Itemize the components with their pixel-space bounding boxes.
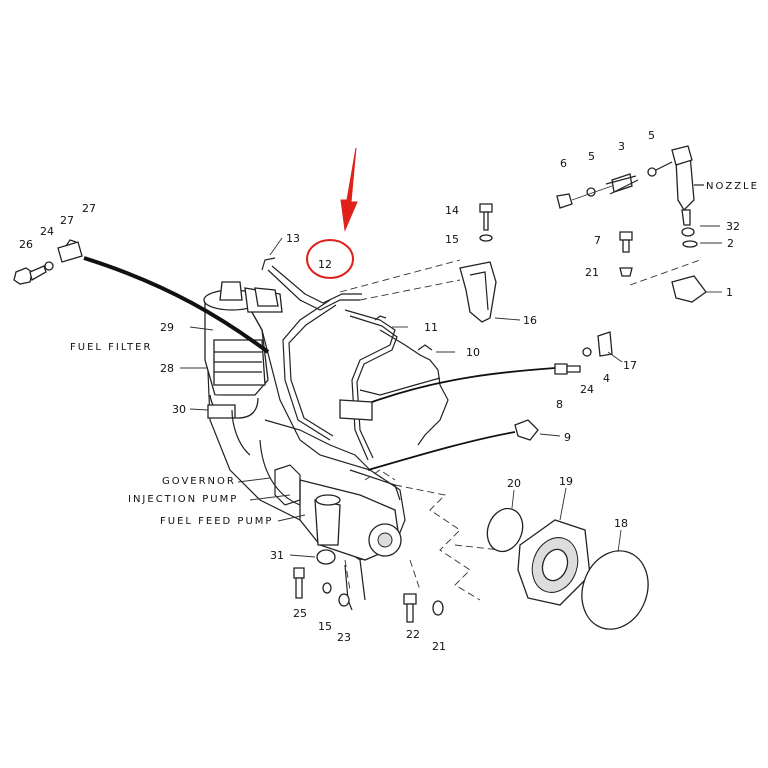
callout-22: 22: [406, 628, 420, 641]
fitting-31-part: [316, 549, 336, 565]
callout-2: 2: [727, 237, 734, 250]
clip-17-part: [597, 331, 613, 357]
callout-17: 17: [623, 359, 637, 372]
red-circle-highlight: [306, 239, 354, 279]
callout-19: 19: [559, 475, 573, 488]
injection-pipes: [254, 257, 449, 461]
nozzle-part: [671, 145, 704, 226]
leader-lines: [83, 237, 701, 601]
cover-19-part: [517, 519, 591, 606]
seal-32-part: [681, 227, 695, 237]
callout-10: 10: [466, 346, 480, 359]
callout-5a: 5: [588, 150, 595, 163]
highlight-marker: [306, 147, 358, 279]
washer-24-part: [44, 261, 54, 271]
callout-12: 12: [318, 258, 332, 271]
callout-27b: 27: [82, 202, 96, 215]
callout-1: 1: [726, 286, 733, 299]
callout-25: 25: [293, 607, 307, 620]
callout-6: 6: [560, 157, 567, 170]
bolt-7-part: [619, 231, 633, 253]
washer-5b-part: [647, 167, 657, 177]
callout-27: 27: [60, 214, 74, 227]
bolt-26-part: [13, 265, 47, 285]
component-labels: NOZZLE FUEL FILTER GOVERNOR INJECTION PU…: [70, 181, 759, 527]
diaphragm-18-part: [581, 550, 649, 630]
callout-numbers: 1 2 3 4 5 5 6 7 8 9 10 11 12 13 14 15 15…: [19, 129, 740, 653]
wing-bolt-9-part: [514, 419, 539, 441]
washer-21b-part: [432, 600, 444, 616]
clip-3-part: [611, 173, 633, 193]
callout-4: 4: [603, 372, 610, 385]
bolt-14-part: [479, 203, 493, 231]
gasket-20-part: [486, 507, 524, 553]
callout-24b: 24: [580, 383, 594, 396]
nut-6-part: [556, 193, 573, 209]
callout-28: 28: [160, 362, 174, 375]
callout-23: 23: [337, 631, 351, 644]
bracket-16-part: [459, 261, 497, 323]
callout-15a: 15: [445, 233, 459, 246]
washer-23-part: [338, 593, 350, 607]
bolt-25-part: [293, 567, 305, 599]
callout-21b: 21: [432, 640, 446, 653]
callout-3: 3: [618, 140, 625, 153]
label-nozzle: NOZZLE: [706, 181, 759, 192]
callout-8: 8: [556, 398, 563, 411]
callout-15b: 15: [318, 620, 332, 633]
callout-13: 13: [286, 232, 300, 245]
callout-29: 29: [160, 321, 174, 334]
callout-20: 20: [507, 477, 521, 490]
label-governor: GOVERNOR: [162, 476, 236, 487]
label-fuel-feed-pump: FUEL FEED PUMP: [160, 516, 273, 527]
callout-16: 16: [523, 314, 537, 327]
washer-21-part: [619, 267, 633, 277]
clamp-1-part: [671, 275, 707, 303]
washer-15b-part: [322, 582, 332, 594]
callout-11: 11: [424, 321, 438, 334]
callout-24a: 24: [40, 225, 54, 238]
red-arrow: [340, 147, 358, 232]
washer-24b-part: [582, 347, 592, 357]
injection-pump-assembly: [204, 299, 406, 611]
washer-15-part: [479, 234, 493, 242]
label-injection-pump: INJECTION PUMP: [128, 494, 238, 505]
label-fuel-filter: FUEL FILTER: [70, 342, 152, 353]
callout-7: 7: [594, 234, 601, 247]
callout-18: 18: [614, 517, 628, 530]
washer-2-part: [682, 240, 698, 248]
callout-30: 30: [172, 403, 186, 416]
bolt-8-part: [554, 363, 581, 375]
clamp-30-part: [207, 404, 236, 419]
callout-31: 31: [270, 549, 284, 562]
clamp-27-part: [57, 241, 83, 263]
callout-14: 14: [445, 204, 459, 217]
callout-9: 9: [564, 431, 571, 444]
callout-26: 26: [19, 238, 33, 251]
bolt-22-part: [403, 593, 417, 623]
callout-32: 32: [726, 220, 740, 233]
callout-5b: 5: [648, 129, 655, 142]
callout-21a: 21: [585, 266, 599, 279]
